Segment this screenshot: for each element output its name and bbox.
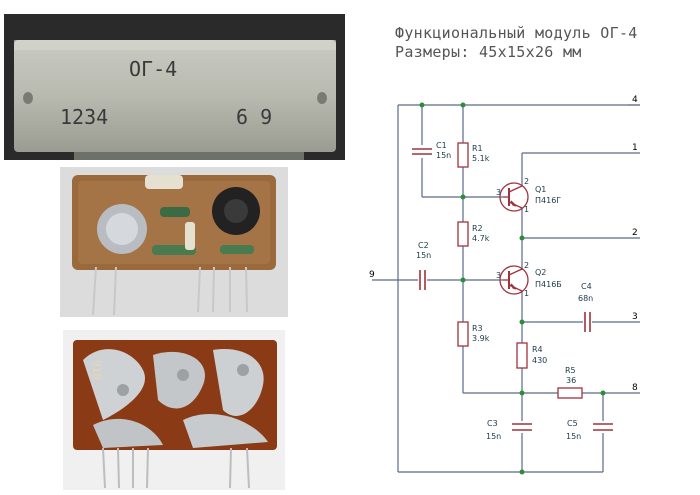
- resistor-r3: [457, 321, 469, 347]
- r4-value: 430: [532, 356, 547, 365]
- title-line-1: Функциональный модуль ОГ-4: [395, 24, 638, 42]
- title-line-2: Размеры: 45х15х26 мм: [395, 43, 582, 61]
- r3-value: 3.9k: [472, 334, 490, 343]
- q2-pin-2: 2: [524, 261, 529, 270]
- pin-2-label: 2: [632, 228, 638, 238]
- resistor-r2: [457, 221, 469, 247]
- capacitor-c5: [593, 423, 613, 431]
- r2-value: 4.7k: [472, 234, 490, 243]
- q1-pin-3: 3: [496, 188, 501, 197]
- c3-value: 15n: [486, 432, 501, 441]
- c4-value: 68n: [578, 294, 593, 303]
- module-case-photo: ОГ-4 1234 6 9: [4, 14, 345, 160]
- transistor-q2: [499, 265, 529, 295]
- junctions: [419, 102, 606, 475]
- c4-ref: C4: [581, 282, 592, 291]
- pin-4-label: 4: [632, 95, 638, 105]
- c2-value: 15n: [416, 251, 431, 260]
- title-block: Функциональный модуль ОГ-4 Размеры: 45х1…: [395, 24, 638, 62]
- case-stamp-code: 6 9: [236, 105, 272, 129]
- board-solder-side-photo: 910: [63, 330, 285, 490]
- board-mark-text: 910: [90, 360, 103, 380]
- r2-ref: R2: [472, 224, 483, 233]
- c2-ref: C2: [418, 241, 429, 250]
- r5-value: 36: [566, 376, 576, 385]
- q1-pin-2: 2: [524, 177, 529, 186]
- c1-ref: C1: [436, 141, 447, 150]
- c1-value: 15n: [436, 151, 451, 160]
- q2-pin-3: 3: [496, 271, 501, 280]
- c5-value: 15n: [566, 432, 581, 441]
- pin-9-label: 9: [369, 270, 375, 280]
- r3-ref: R3: [472, 324, 483, 333]
- pin-8-label: 8: [632, 383, 638, 393]
- q2-ref: Q2: [535, 268, 546, 277]
- c5-ref: C5: [567, 419, 578, 428]
- circuit-schematic: C1 15n R1 5.1k Q1 П416Г R2 4.7k C2 15n Q…: [369, 95, 640, 475]
- capacitor-c4: [584, 312, 591, 332]
- r5-ref: R5: [565, 366, 576, 375]
- q1-pin-1: 1: [524, 205, 529, 214]
- board-component-side-photo: [60, 167, 288, 317]
- r1-value: 5.1k: [472, 154, 490, 163]
- r4-ref: R4: [532, 345, 543, 354]
- q2-pin-1: 1: [524, 289, 529, 298]
- transistor-q1: [499, 182, 529, 212]
- r1-ref: R1: [472, 144, 483, 153]
- resistor-r5: [557, 387, 583, 399]
- case-stamp-name: ОГ-4: [129, 57, 177, 81]
- pin-3-label: 3: [632, 312, 638, 322]
- c3-ref: C3: [487, 419, 498, 428]
- q1-ref: Q1: [535, 185, 546, 194]
- wires: [372, 104, 640, 473]
- resistor-r1: [457, 142, 469, 168]
- capacitor-c3: [512, 423, 532, 431]
- pin-1-label: 1: [632, 143, 638, 153]
- q2-value: П416Б: [535, 280, 562, 289]
- case-stamp-number: 1234: [60, 105, 108, 129]
- capacitor-c1: [412, 148, 432, 155]
- resistor-r4: [516, 342, 528, 369]
- capacitor-c2: [419, 270, 426, 290]
- q1-value: П416Г: [535, 196, 561, 205]
